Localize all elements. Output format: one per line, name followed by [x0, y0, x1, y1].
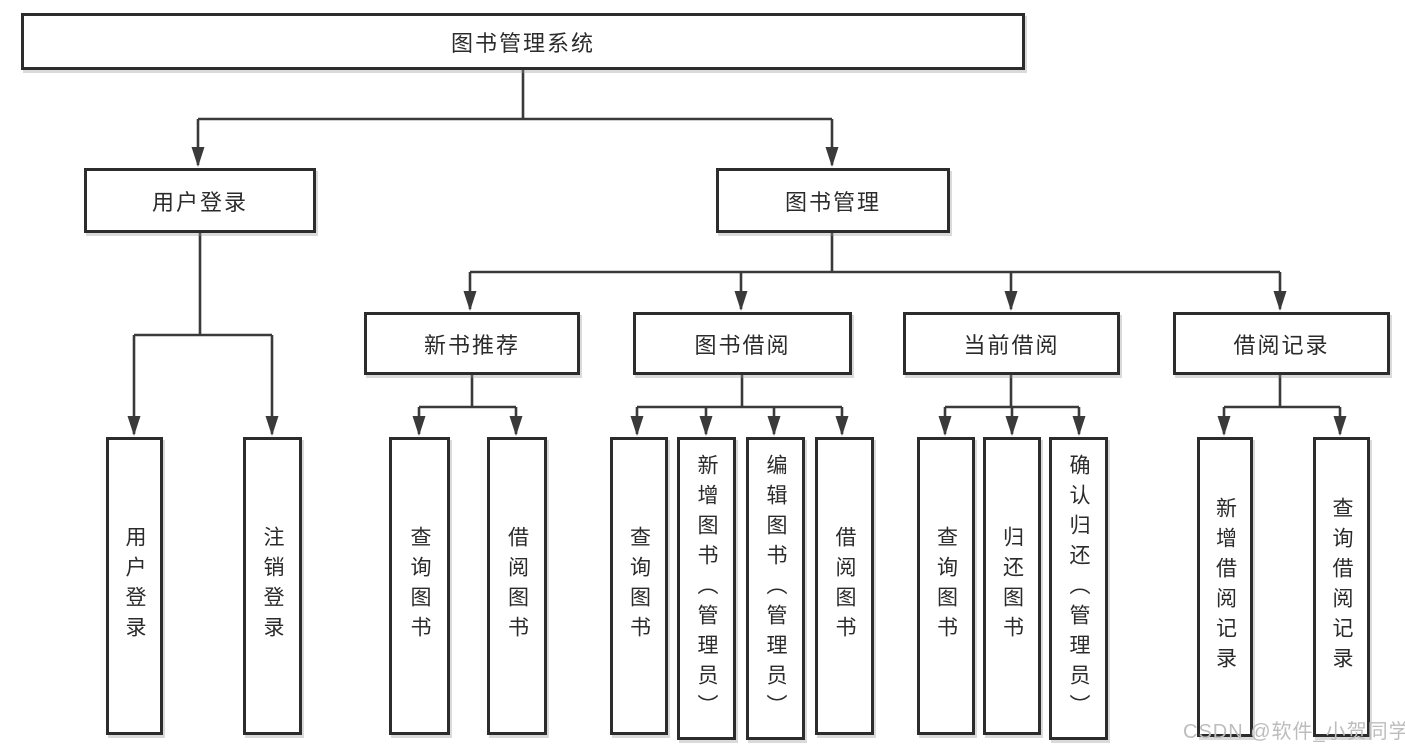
node-borrow-books-recommend: 借阅图书 [487, 437, 547, 735]
node-label: 图书管理 [784, 189, 881, 215]
node-add-borrow-record: 新增借阅记录 [1197, 437, 1253, 737]
node-borrow-books-leaf: 借阅图书 [815, 437, 874, 735]
node-label: 查询图书 [627, 526, 651, 646]
node-edit-books-admin: 编辑图书（管理员） [746, 437, 805, 740]
node-user-login: 用户登录 [84, 168, 316, 233]
node-confirm-return-admin: 确认归还（管理员） [1049, 437, 1108, 740]
book-borrowing-connectors [630, 375, 849, 436]
node-label: 用户登录 [123, 526, 146, 646]
node-label: 当前借阅 [963, 332, 1060, 358]
node-label: 图书借阅 [694, 332, 791, 358]
node-book-management: 图书管理 [716, 168, 950, 233]
node-label: 新书推荐 [423, 332, 520, 358]
node-label: 归还图书 [1000, 526, 1024, 646]
root-to-level2-connectors [191, 70, 839, 167]
node-label: 确认归还（管理员） [1067, 453, 1090, 724]
node-borrowing-records: 借阅记录 [1173, 312, 1390, 375]
node-add-books-admin: 新增图书（管理员） [677, 437, 736, 740]
user-login-connectors [127, 233, 279, 436]
node-label: 查询图书 [934, 526, 958, 646]
new-book-recommendation-connectors [412, 375, 523, 436]
node-query-books-current: 查询图书 [917, 437, 975, 735]
borrowing-records-connectors [1217, 375, 1347, 436]
node-current-borrowing: 当前借阅 [903, 312, 1120, 375]
node-query-borrow-record: 查询借阅记录 [1313, 437, 1370, 737]
book-management-connectors [463, 233, 1287, 311]
node-user-login-leaf: 用户登录 [106, 437, 163, 735]
node-label: 新增借阅记录 [1213, 497, 1237, 677]
node-label: 查询图书 [408, 526, 431, 646]
node-label: 注销登录 [261, 526, 284, 646]
node-label: 用户登录 [151, 189, 248, 215]
node-label: 借阅记录 [1233, 332, 1330, 358]
node-label: 借阅图书 [505, 526, 529, 646]
node-library-management-system: 图书管理系统 [21, 13, 1025, 70]
node-logout: 注销登录 [243, 437, 302, 735]
node-label: 新增图书（管理员） [695, 453, 718, 724]
node-label: 借阅图书 [833, 526, 856, 646]
node-return-books: 归还图书 [983, 437, 1041, 735]
current-borrowing-connectors [938, 375, 1086, 436]
node-query-books-borrowing: 查询图书 [610, 437, 668, 735]
node-query-books-recommend: 查询图书 [389, 437, 450, 735]
node-label: 编辑图书（管理员） [764, 453, 787, 724]
node-label: 图书管理系统 [450, 30, 595, 56]
node-book-borrowing: 图书借阅 [633, 312, 852, 375]
csdn-watermark: CSDN @软件_小贺同学 [1183, 721, 1405, 743]
node-label: 查询借阅记录 [1330, 497, 1353, 677]
node-new-book-recommendation: 新书推荐 [364, 312, 580, 375]
